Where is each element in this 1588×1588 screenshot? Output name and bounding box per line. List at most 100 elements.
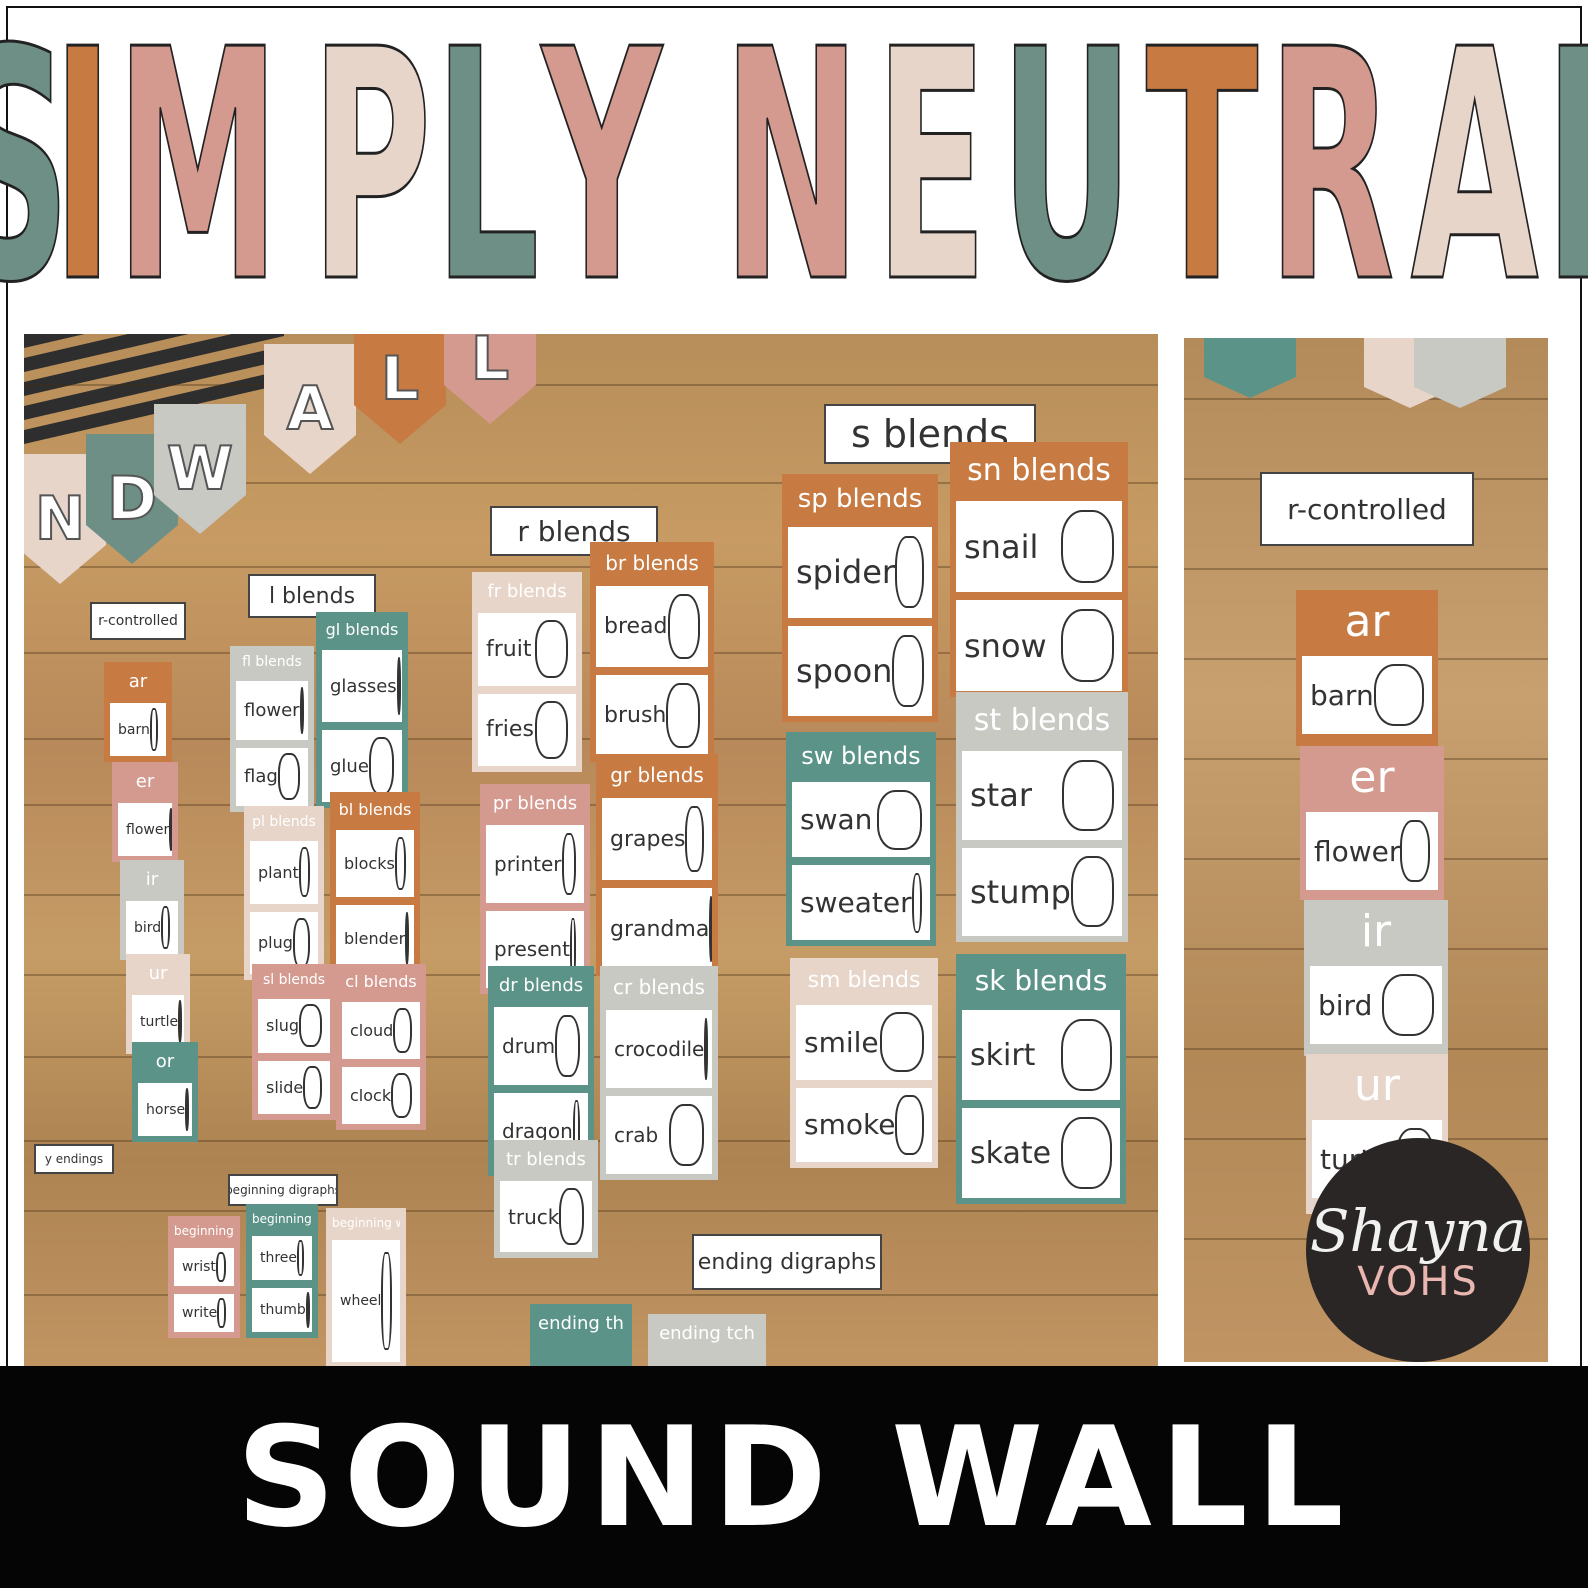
sound-card-title: er <box>135 771 155 792</box>
word-label: present <box>494 937 571 962</box>
word-picture-icon <box>217 1297 226 1329</box>
title-letter-r: R <box>1267 0 1396 352</box>
side-sound-card-er: er flower <box>1300 746 1444 900</box>
word-label: crab <box>614 1123 659 1147</box>
banner-pennant: A <box>264 344 356 474</box>
word-picture-icon <box>667 594 700 659</box>
sound-card-er: er flower <box>112 762 178 862</box>
word-card: bird <box>1310 966 1442 1044</box>
sound-card-title: or <box>155 1051 175 1072</box>
word-label: thumb <box>260 1302 306 1318</box>
sound-card-bth: beginning ththreethumb <box>246 1204 318 1338</box>
word-label: fruit <box>486 636 532 662</box>
word-picture-icon <box>161 906 170 949</box>
word-label: barn <box>1310 678 1374 712</box>
word-card: grandma <box>602 888 712 970</box>
sound-card-title: ir <box>1360 906 1392 957</box>
word-card: fruit <box>478 613 576 686</box>
sound-card-title: bl blends <box>338 800 412 819</box>
category-header-card: beginning digraphs <box>228 1174 338 1206</box>
title-letter-l: L <box>1544 7 1588 328</box>
word-card: bread <box>596 586 708 667</box>
sound-card-fr: fr blends fruit fries <box>472 572 582 772</box>
word-card: printer <box>486 825 584 903</box>
banner-pennant: L <box>354 334 446 444</box>
word-label: flower <box>126 821 170 838</box>
word-card: flower <box>118 803 172 856</box>
word-card: slide <box>258 1060 330 1114</box>
word-card: flower <box>1306 812 1438 890</box>
shayna-vohs-logo: Shayna VOHS <box>1306 1138 1530 1362</box>
word-label: star <box>970 776 1032 815</box>
wood-plank-seam <box>24 1294 1158 1296</box>
sound-card-eth: ending th <box>530 1304 632 1366</box>
word-label: turtle <box>140 1013 179 1030</box>
sound-card-title: tr blends <box>506 1149 586 1170</box>
word-label: slide <box>266 1077 304 1097</box>
sound-card-title: fr blends <box>487 581 567 602</box>
word-picture-icon <box>394 836 406 891</box>
title-letter-s: S <box>0 7 71 328</box>
word-picture-icon <box>704 1017 709 1081</box>
word-picture-icon <box>368 737 394 795</box>
sound-card-title: ir <box>145 869 159 890</box>
wood-plank-seam <box>1184 398 1548 400</box>
word-card: truck <box>500 1181 592 1252</box>
word-card: swan <box>792 782 930 857</box>
word-picture-icon <box>895 1094 924 1155</box>
word-card: glasses <box>322 650 402 722</box>
word-picture-icon <box>668 1103 704 1167</box>
word-picture-icon <box>892 634 924 707</box>
title-letter-a: A <box>1410 0 1540 352</box>
word-label: sweater <box>800 886 912 919</box>
sound-card-ir: ir bird <box>120 860 184 960</box>
word-label: fries <box>486 717 534 743</box>
word-card: blocks <box>336 830 414 897</box>
banner-pennant <box>1204 338 1296 398</box>
word-label: grapes <box>610 826 686 852</box>
word-card: glue <box>322 730 402 802</box>
word-card: crocodile <box>606 1010 712 1088</box>
word-picture-icon <box>299 1004 322 1048</box>
word-label: plant <box>258 862 299 882</box>
word-picture-icon <box>297 1240 304 1276</box>
title-letter-i: I <box>51 0 114 352</box>
word-picture-icon <box>391 1072 412 1119</box>
word-card: bird <box>126 901 178 954</box>
word-picture-icon <box>169 808 172 851</box>
word-card: smile <box>796 1005 932 1080</box>
word-card: cloud <box>342 1002 420 1059</box>
word-card: spoon <box>788 625 932 716</box>
wood-plank-seam <box>24 384 1158 386</box>
word-label: three <box>260 1250 298 1266</box>
word-card: barn <box>1302 656 1432 734</box>
word-picture-icon <box>877 789 922 850</box>
word-card: star <box>962 751 1122 840</box>
word-card: horse <box>138 1083 192 1136</box>
word-card: crab <box>606 1096 712 1174</box>
title-letter-l: L <box>433 0 540 352</box>
word-picture-icon <box>393 1007 412 1054</box>
word-label: bird <box>1318 988 1373 1022</box>
sound-card-title: cr blends <box>613 975 705 999</box>
word-picture-icon <box>303 1065 322 1109</box>
word-card: smoke <box>796 1087 932 1162</box>
word-label: crocodile <box>614 1037 705 1061</box>
sound-card-title: pr blends <box>492 793 578 814</box>
sound-card-cr: cr blends crocodile crab <box>600 966 718 1180</box>
word-label: flag <box>244 766 278 788</box>
word-card: flag <box>236 747 308 806</box>
sound-card-title: er <box>1349 752 1395 803</box>
side-sound-card-ir: ir bird <box>1304 900 1448 1056</box>
word-picture-icon <box>555 1014 580 1077</box>
word-card: drum <box>494 1007 588 1085</box>
sound-card-title: dr blends <box>498 975 584 996</box>
